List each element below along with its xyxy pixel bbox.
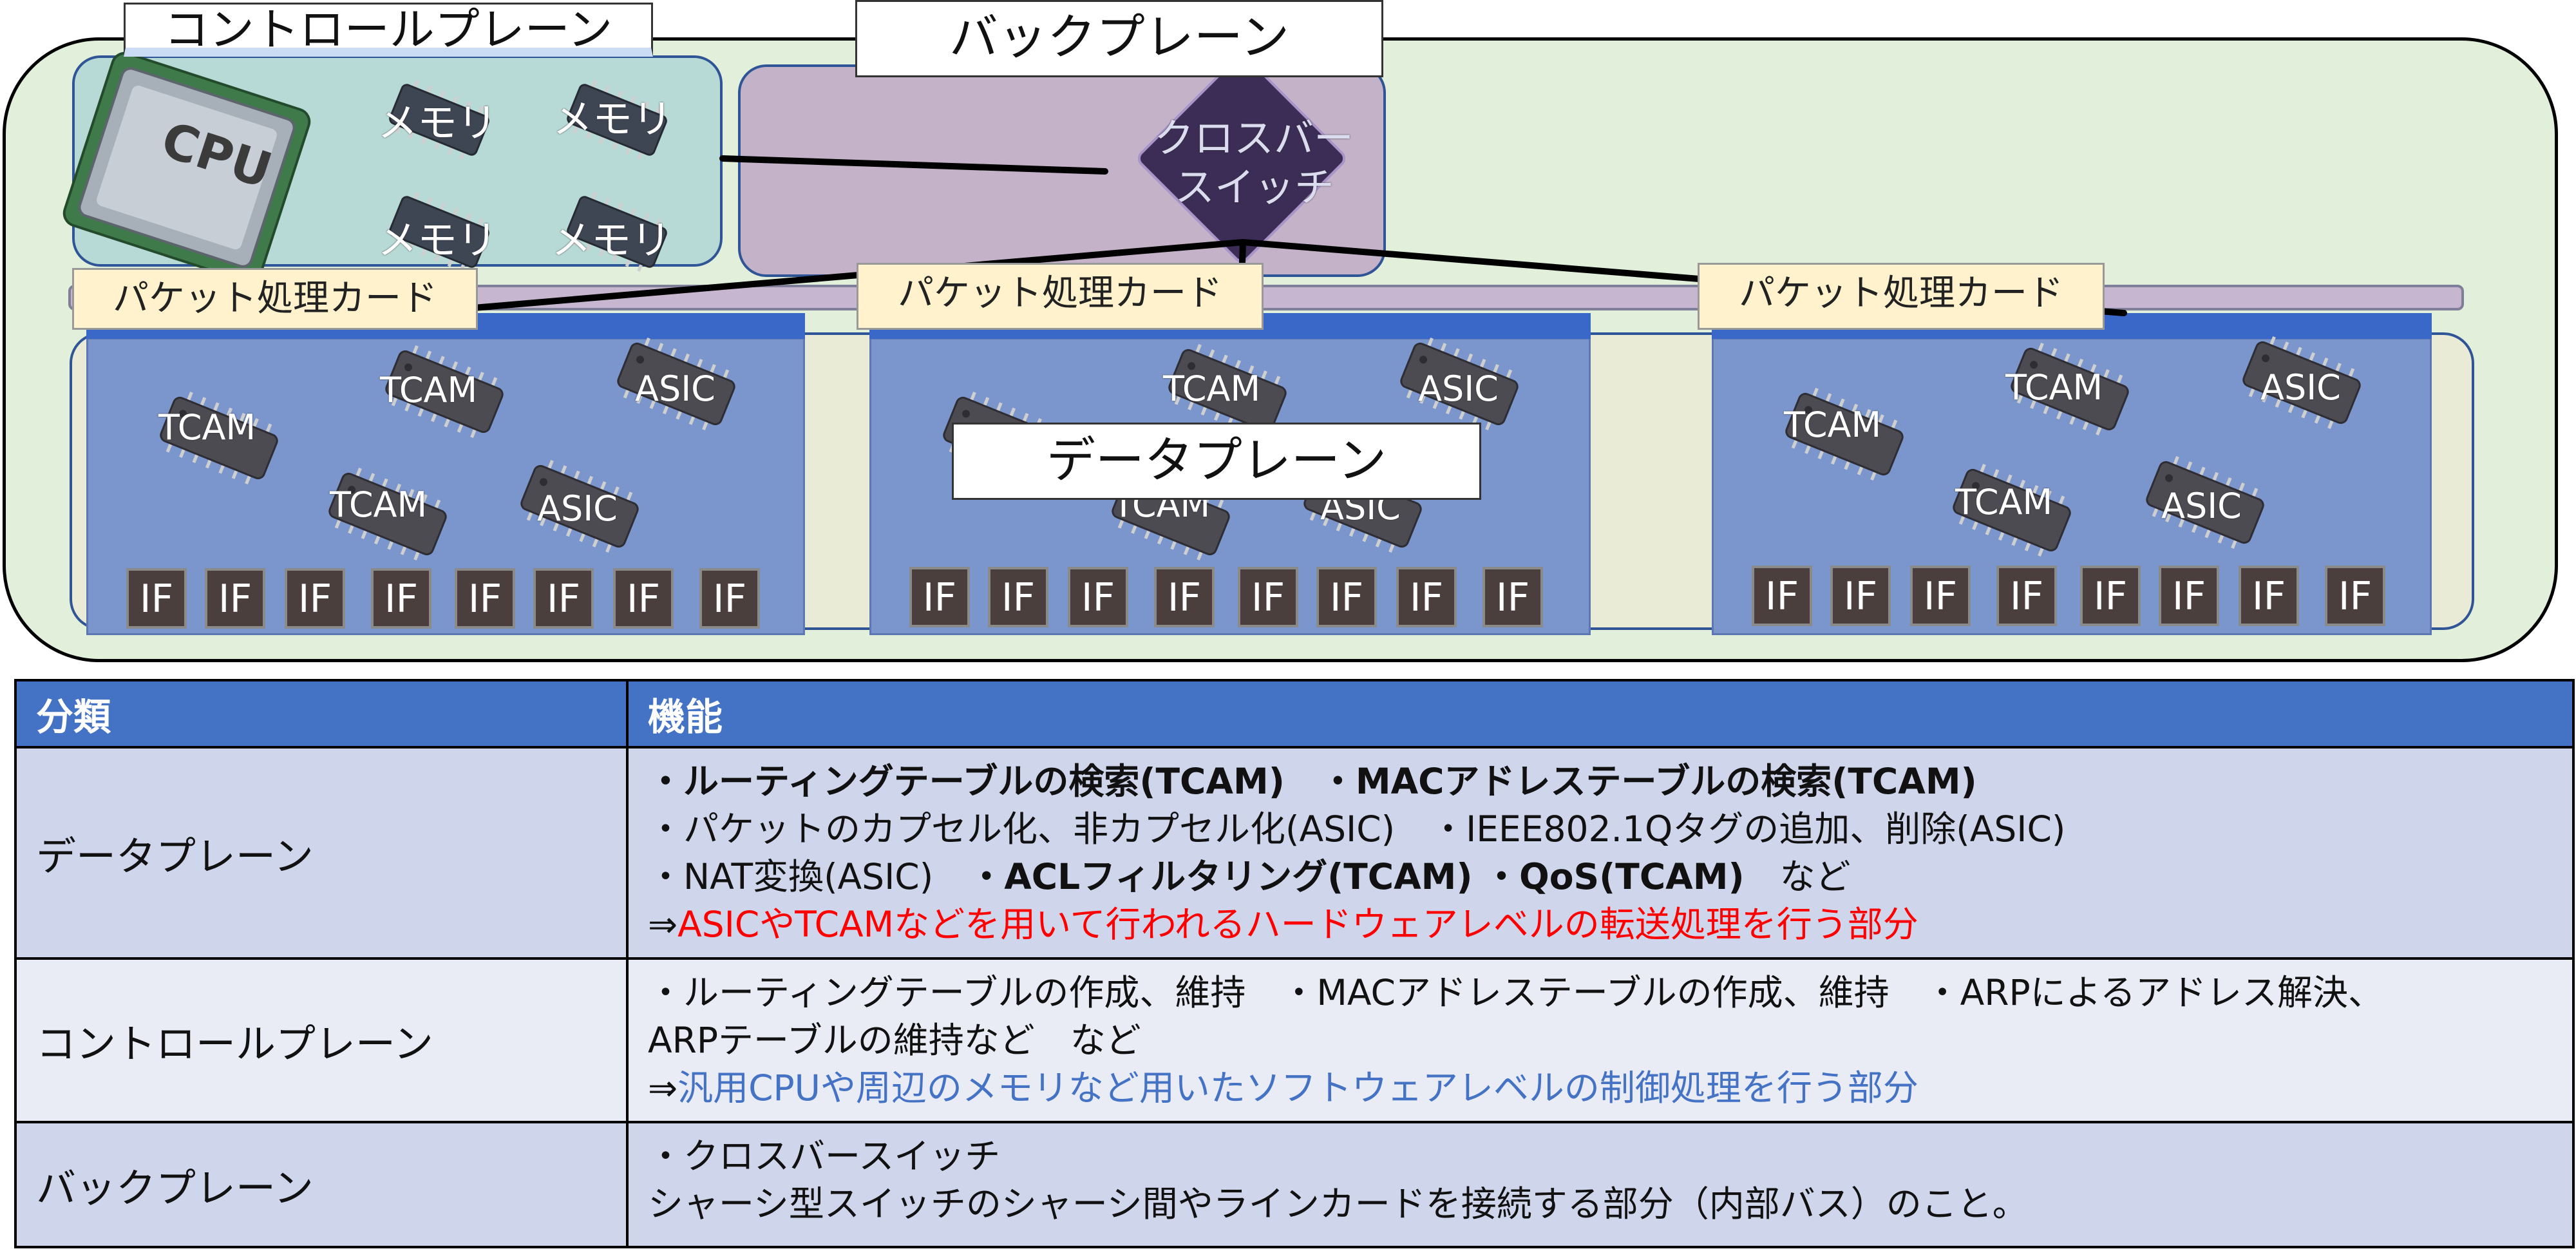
summary-text: 汎用CPUや周辺のメモリなど用いたソフトウェアレベルの制御処理を行う部分 bbox=[677, 1067, 1918, 1109]
tcam-label: TCAM bbox=[330, 484, 428, 525]
interface-port: IF bbox=[1068, 567, 1128, 627]
interface-port: IF bbox=[1316, 567, 1377, 627]
arrow-symbol: ⇒ bbox=[648, 1067, 678, 1109]
header-function: 機能 bbox=[626, 679, 2575, 748]
control-plane-label: コントロールプレーン bbox=[124, 3, 653, 57]
packet-card-label: パケット処理カード bbox=[1698, 263, 2105, 330]
function-text: ・QoS(TCAM) bbox=[1484, 856, 1745, 897]
interface-port: IF bbox=[1396, 567, 1457, 627]
backplane-label: バックプレーン bbox=[855, 0, 1383, 77]
packet-card-label: パケット処理カード bbox=[72, 268, 478, 330]
interface-port: IF bbox=[126, 568, 187, 629]
memory-label: メモリ bbox=[553, 95, 673, 142]
interface-port: IF bbox=[909, 567, 970, 627]
function-cell: ・ルーティングテーブルの検索(TCAM) ・MACアドレステーブルの検索(TCA… bbox=[626, 746, 2575, 960]
interface-port: IF bbox=[371, 568, 431, 629]
interface-port: IF bbox=[613, 568, 674, 629]
table-row-data-plane: データプレーン ・ルーティングテーブルの検索(TCAM) ・MACアドレステーブ… bbox=[14, 746, 2575, 960]
crossbar-label-line2: スイッチ bbox=[1175, 164, 1335, 211]
memory-label: メモリ bbox=[551, 216, 672, 263]
cpu-chip bbox=[62, 52, 311, 283]
function-text: ・ルーティングテーブルの作成、維持 ・MACアドレステーブルの作成、維持 ・AR… bbox=[648, 972, 2383, 1013]
asic-label: ASIC bbox=[537, 488, 618, 529]
interface-port: IF bbox=[533, 568, 594, 629]
tcam-label: TCAM bbox=[158, 407, 256, 448]
tcam-label: TCAM bbox=[1163, 368, 1261, 409]
table-row-control-plane: コントロールプレーン ・ルーティングテーブルの作成、維持 ・MACアドレステーブ… bbox=[14, 957, 2575, 1123]
asic-label: ASIC bbox=[635, 368, 715, 409]
table-row-backplane: バックプレーン ・クロスバースイッチ シャーシ型スイッチのシャーシ間やラインカー… bbox=[14, 1121, 2575, 1248]
crossbar-label-line1: クロスバー bbox=[1154, 115, 1354, 162]
function-text: ・パケットのカプセル化、非カプセル化(ASIC) ・IEEE802.1Qタグの追… bbox=[648, 808, 2066, 850]
interface-port: IF bbox=[1830, 566, 1891, 626]
interface-port: IF bbox=[2325, 566, 2385, 626]
function-text: ・ACLフィルタリング(TCAM) bbox=[969, 856, 1473, 897]
function-table: 分類 機能 データプレーン ・ルーティングテーブルの検索(TCAM) ・MACア… bbox=[14, 679, 2575, 1248]
function-text: ARPテーブルの維持など など bbox=[648, 1020, 1141, 1061]
data-plane-label: データプレーン bbox=[952, 423, 1481, 500]
table-header: 分類 機能 bbox=[14, 679, 2575, 748]
interface-port: IF bbox=[2239, 566, 2299, 626]
function-text: シャーシ型スイッチのシャーシ間やラインカードを接続する部分（内部バス）のこと。 bbox=[648, 1183, 2028, 1225]
packet-card-label: パケット処理カード bbox=[857, 263, 1264, 330]
function-cell: ・クロスバースイッチ シャーシ型スイッチのシャーシ間やラインカードを接続する部分… bbox=[626, 1121, 2575, 1248]
asic-label: ASIC bbox=[1418, 368, 1499, 409]
asic-label: ASIC bbox=[2161, 486, 2242, 526]
switch-architecture-diagram: CPU メモリ メモリ メモリ メモリ クロスバー スイッチ TCAM TCAM… bbox=[3, 0, 2576, 670]
asic-label: ASIC bbox=[2260, 367, 2341, 408]
function-text: ・ルーティングテーブルの検索(TCAM) bbox=[648, 761, 1285, 802]
summary-text: ASICやTCAMなどを用いて行われるハードウェアレベルの転送処理を行う部分 bbox=[677, 904, 1918, 945]
interface-port: IF bbox=[455, 568, 515, 629]
interface-port: IF bbox=[285, 568, 345, 629]
function-text: ・クロスバースイッチ bbox=[648, 1136, 1001, 1177]
function-text: など bbox=[1779, 856, 1851, 897]
function-cell: ・ルーティングテーブルの作成、維持 ・MACアドレステーブルの作成、維持 ・AR… bbox=[626, 957, 2575, 1123]
arrow-symbol: ⇒ bbox=[648, 904, 678, 945]
tcam-label: TCAM bbox=[2005, 367, 2103, 408]
interface-port: IF bbox=[1996, 566, 2057, 626]
memory-label: メモリ bbox=[377, 216, 498, 263]
diagram-graphics bbox=[62, 52, 2576, 670]
function-text: ・NAT変換(ASIC) bbox=[648, 856, 934, 897]
tcam-label: TCAM bbox=[1784, 405, 1882, 445]
category-cell: バックプレーン bbox=[14, 1121, 629, 1248]
tcam-label: TCAM bbox=[1955, 482, 2053, 522]
interface-port: IF bbox=[699, 568, 760, 629]
interface-port: IF bbox=[1752, 566, 1812, 626]
interface-port: IF bbox=[1238, 567, 1298, 627]
category-cell: データプレーン bbox=[14, 746, 629, 960]
interface-port: IF bbox=[1482, 567, 1543, 627]
interface-port: IF bbox=[1910, 566, 1971, 626]
crossbar-switch-chip bbox=[1137, 54, 1346, 263]
tcam-label: TCAM bbox=[380, 370, 478, 410]
interface-port: IF bbox=[2080, 566, 2141, 626]
function-text: ・MACアドレステーブルの検索(TCAM) bbox=[1320, 761, 1977, 802]
interface-port: IF bbox=[2159, 566, 2219, 626]
memory-label: メモリ bbox=[377, 99, 498, 146]
header-category: 分類 bbox=[14, 679, 629, 748]
interface-port: IF bbox=[988, 567, 1048, 627]
category-cell: コントロールプレーン bbox=[14, 957, 629, 1123]
interface-port: IF bbox=[205, 568, 265, 629]
interface-port: IF bbox=[1154, 567, 1215, 627]
